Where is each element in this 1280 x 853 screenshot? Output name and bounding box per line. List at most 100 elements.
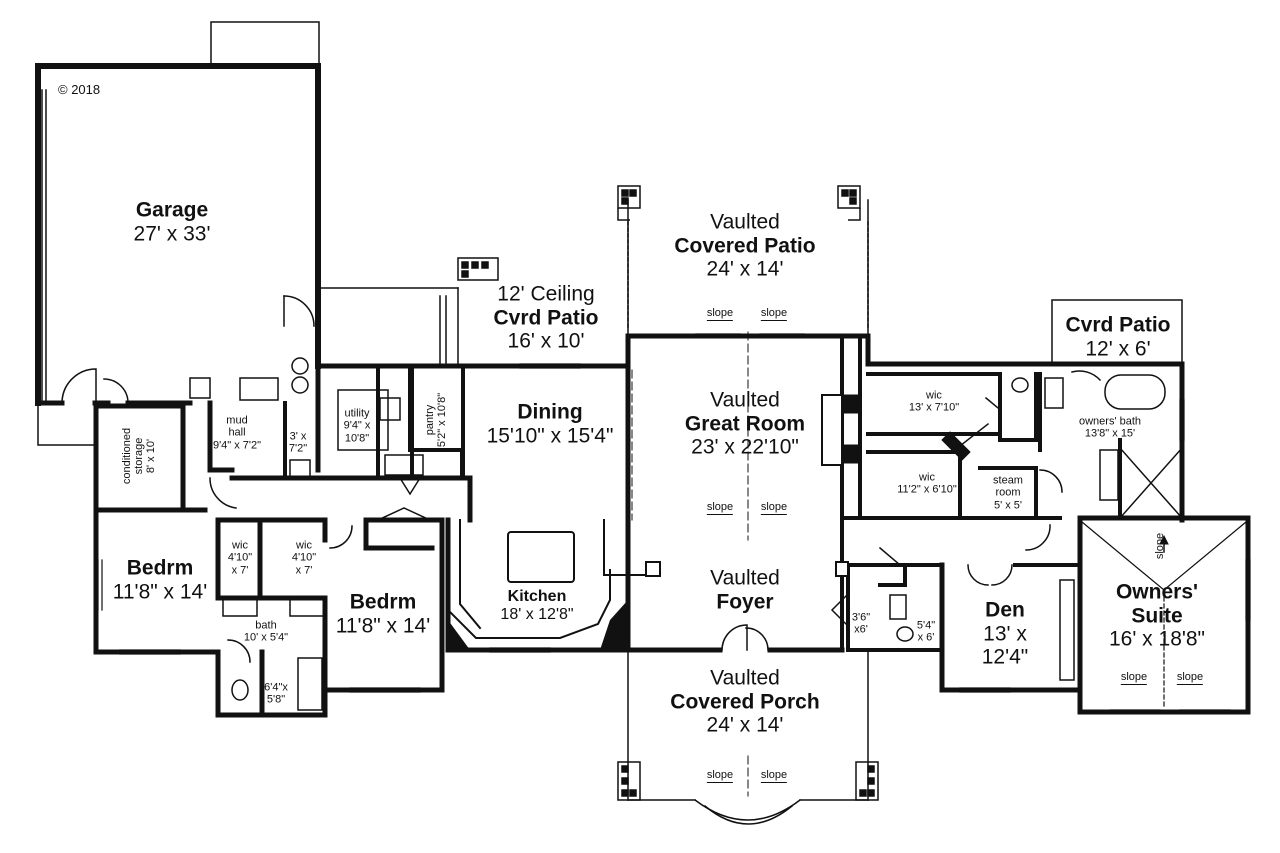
slope-label-vertical: slope — [1153, 532, 1166, 560]
room-dim: 11'8" x 14' — [112, 580, 208, 603]
room-name: utility — [344, 407, 370, 420]
room-prefix: Vaulted — [710, 666, 780, 690]
room-dim: 16' x 18'8" — [1108, 627, 1206, 651]
room-name: Cvrd Patio — [493, 306, 599, 330]
room-line-1: 3' x — [289, 430, 307, 443]
room-name: wic — [919, 471, 935, 484]
room-closet-36: 3'6" x6' — [852, 612, 870, 637]
room-tub-closet: 6'4"x 5'8" — [264, 682, 288, 707]
room-dim: 11'8" x 14' — [335, 614, 431, 637]
room-dim: 11'2" x 6'10" — [897, 484, 957, 496]
room-name-1: Owners' — [1115, 580, 1199, 604]
room-name: Great Room — [684, 412, 806, 436]
room-dim: 12' x 6' — [1085, 337, 1151, 360]
column-blocks — [457, 185, 879, 801]
room-name: Cvrd Patio — [1065, 313, 1171, 337]
room-line-2: 9'4" x — [343, 419, 371, 432]
room-line-1: 6'4"x — [264, 681, 288, 694]
room-dim-1: 13' x — [983, 622, 1027, 646]
room-foyer: Vaulted Foyer — [710, 566, 780, 613]
room-cvrd-patio-mid: 12' Ceiling Cvrd Patio 16' x 10' — [493, 283, 598, 354]
room-powder: 5'4" x 6' — [917, 620, 935, 645]
room-name: Dining — [517, 400, 583, 424]
room-name: Foyer — [716, 590, 774, 613]
room-dim: 24' x 14' — [706, 713, 784, 737]
slope-label: slope — [706, 501, 734, 513]
room-name: Kitchen — [507, 588, 567, 606]
slope-label: slope — [1176, 671, 1204, 683]
room-covered-porch: Vaulted Covered Porch 24' x 14' — [670, 667, 819, 738]
room-name: owners' bath — [1078, 415, 1142, 428]
slope-label: slope — [760, 501, 788, 513]
room-name: bath — [255, 619, 277, 632]
room-steam-room: steam room 5' x 5' — [993, 475, 1023, 512]
room-dim: 24' x 14' — [706, 257, 784, 281]
room-line-2: 7'2" — [288, 443, 308, 455]
room-dim: 13' x 7'10" — [908, 402, 960, 414]
room-dim: 10' x 5'4" — [243, 632, 289, 644]
room-line-1: 3'6" — [851, 611, 871, 624]
room-owners-bath: owners' bath 13'8" x 15' — [1079, 416, 1141, 441]
room-prefix: 12' Ceiling — [497, 282, 595, 306]
room-line-2: room — [995, 486, 1021, 499]
slope-label: slope — [706, 769, 734, 781]
room-dim: 15'10" x 15'4" — [486, 424, 614, 447]
room-dim: 16' x 10' — [507, 329, 585, 353]
room-dim: 18' x 12'8" — [500, 606, 574, 623]
room-dim: 27' x 33' — [133, 222, 211, 245]
room-name-2: Suite — [1131, 604, 1183, 628]
room-bedrm-left: Bedrm 11'8" x 14' — [113, 556, 207, 603]
room-line-2: storage — [132, 437, 145, 475]
room-line-1: mud — [226, 414, 248, 427]
room-line-2: x 6' — [917, 632, 935, 644]
room-name: pantry — [423, 404, 436, 436]
room-dim: 8' x 10' — [145, 438, 158, 474]
room-wic-left-1: wic 4'10" x 7' — [228, 540, 252, 577]
room-owners-suite: Owners' Suite 16' x 18'8" — [1109, 581, 1205, 652]
room-name: Covered Patio — [674, 234, 816, 258]
slope-label: slope — [760, 307, 788, 319]
room-line-1: steam — [993, 474, 1023, 487]
room-line-3: x 7' — [231, 564, 249, 577]
room-line-2: 5'8" — [266, 694, 286, 706]
room-line-1: 5'4" — [916, 619, 936, 632]
room-mud-hall: mud hall 9'4" x 7'2" — [213, 415, 261, 452]
room-garage: Garage 27' x 33' — [134, 198, 211, 245]
room-closet-3x7: 3' x 7'2" — [289, 431, 307, 456]
room-line-2: x6' — [854, 624, 868, 636]
room-cvrd-patio-right: Cvrd Patio 12' x 6' — [1065, 313, 1170, 360]
room-wic-bottom: wic 11'2" x 6'10" — [897, 472, 957, 497]
room-pantry: pantry 5'2" x 10'8" — [424, 393, 448, 447]
room-dining: Dining 15'10" x 15'4" — [487, 400, 614, 447]
room-dim: 23' x 22'10" — [691, 435, 799, 459]
room-name: Covered Porch — [670, 690, 820, 714]
room-dim: 9'4" x 7'2" — [212, 439, 262, 452]
room-vaulted-covered-patio: Vaulted Covered Patio 24' x 14' — [674, 211, 815, 282]
room-kitchen: Kitchen 18' x 12'8" — [500, 588, 573, 624]
room-name: wic — [232, 539, 248, 552]
room-name: wic — [926, 389, 942, 402]
room-dim: 5'2" x 10'8" — [436, 392, 448, 448]
room-line-3: 10'8" — [344, 432, 370, 445]
room-name: Bedrm — [126, 556, 194, 580]
room-dim: 13'8" x 15' — [1084, 428, 1136, 440]
room-conditioned-storage: conditioned storage 8' x 10' — [121, 428, 157, 484]
room-name: Garage — [135, 198, 209, 222]
room-prefix: Vaulted — [710, 566, 780, 590]
room-den: Den 13' x 12'4" — [982, 599, 1029, 670]
room-utility: utility 9'4" x 10'8" — [344, 408, 371, 445]
room-name: Bedrm — [349, 590, 417, 614]
room-great-room: Vaulted Great Room 23' x 22'10" — [685, 389, 805, 460]
room-prefix: Vaulted — [710, 388, 780, 412]
room-dim-2: 12'4" — [981, 645, 1029, 669]
copyright-text: © 2018 — [58, 82, 101, 97]
room-name: wic — [296, 539, 312, 552]
room-line-2: 4'10" — [291, 551, 317, 564]
room-line-2: 4'10" — [227, 551, 253, 564]
room-dim: 5' x 5' — [993, 499, 1023, 512]
room-wic-top: wic 13' x 7'10" — [909, 390, 959, 415]
room-prefix: Vaulted — [710, 210, 780, 234]
room-bedrm-middle: Bedrm 11'8" x 14' — [336, 590, 430, 637]
slope-label: slope — [706, 307, 734, 319]
